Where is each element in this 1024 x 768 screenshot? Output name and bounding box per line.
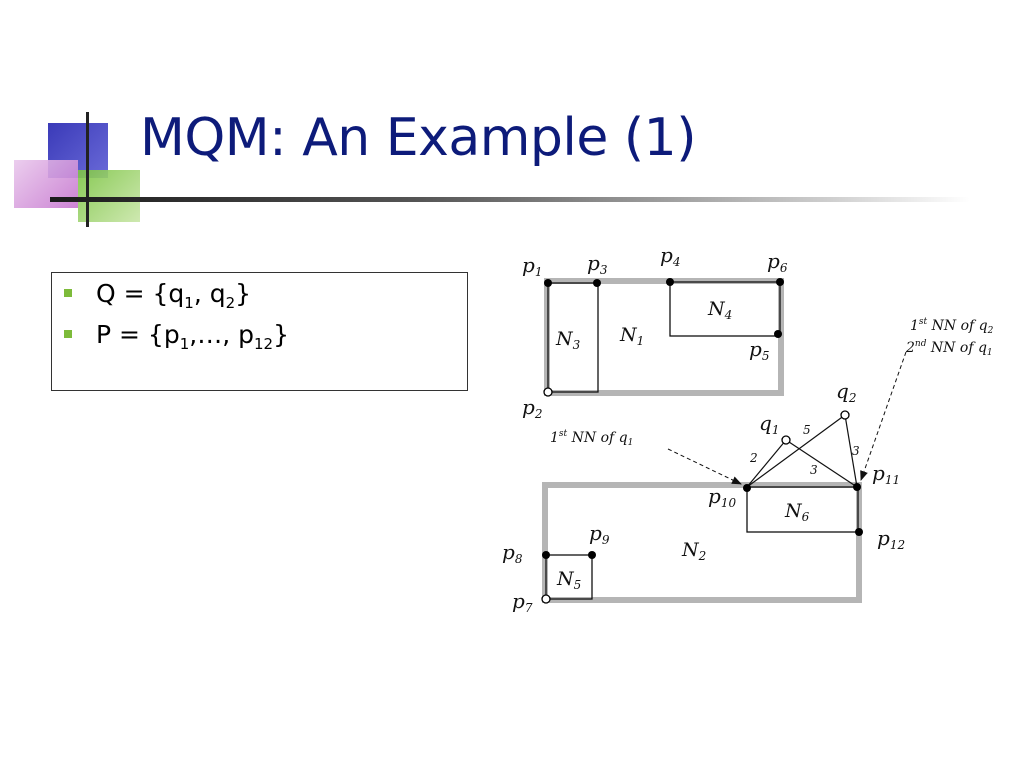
decor-vertical-line: [86, 112, 89, 227]
point-p12: [855, 528, 863, 536]
point-p1: [544, 279, 552, 287]
mbr-n3: [547, 282, 599, 393]
point-p2: [543, 387, 553, 397]
label-p10: p10: [708, 484, 736, 510]
label-p12: p12: [877, 526, 905, 552]
label-p8: p8: [502, 540, 523, 566]
arrow-nn-q2: [860, 351, 907, 481]
label-p9: p9: [589, 521, 610, 547]
slide-title: MQM: An Example (1): [140, 108, 697, 168]
label-n1: N1: [619, 324, 644, 348]
bullet-query-set: Q = {q1, q2}: [64, 279, 251, 312]
point-q1: [781, 435, 791, 445]
edge-q2-p10: [746, 414, 846, 488]
point-p3: [593, 279, 601, 287]
distance-q2-p11: 3: [852, 444, 860, 458]
point-p5: [774, 330, 782, 338]
mqm-diagram: p1 p2 p3 p4 p5 p6 p7 p8 p9 p10 p11 p12 q…: [502, 243, 994, 615]
point-q2: [840, 410, 850, 420]
label-p7: p7: [512, 589, 533, 615]
bullet-marker: [64, 289, 72, 297]
distance-q2-p10: 5: [803, 423, 811, 437]
label-p3: p3: [587, 251, 608, 277]
mbr-n2: [542, 482, 862, 603]
point-p6: [776, 278, 784, 286]
label-q1: q1: [759, 411, 779, 437]
label-n2: N2: [681, 539, 706, 563]
bullet-box: Q = {q1, q2} P = {p1,…, p12}: [51, 272, 468, 391]
annotation-nn-q2: 1st NN of q2: [910, 317, 994, 336]
distance-q1-p11: 3: [810, 463, 818, 477]
label-p6: p6: [767, 249, 788, 275]
label-p11: p11: [872, 461, 900, 487]
title-underline: [50, 197, 970, 202]
edge-q1-p11: [785, 439, 858, 488]
label-p2: p2: [522, 395, 542, 421]
label-p4: p4: [660, 243, 680, 269]
annotation-nn-q1: 1st NN of q1: [550, 429, 633, 448]
distance-q1-p10: 2: [749, 451, 758, 465]
arrow-nn-q1: [667, 448, 742, 485]
mbr-n6: [746, 486, 859, 533]
label-n5: N5: [556, 568, 581, 592]
point-p10: [743, 484, 751, 492]
mbr-n5: [545, 554, 593, 600]
label-n3: N3: [555, 328, 581, 352]
annotation-nn2-q1: 2nd NN of q1: [905, 339, 993, 358]
point-p9: [588, 551, 596, 559]
point-p11: [853, 483, 861, 491]
point-p4: [666, 278, 674, 286]
edge-q1-p10: [746, 439, 787, 488]
mbr-n4: [669, 281, 781, 337]
label-p1: p1: [522, 253, 542, 279]
label-p5: p5: [749, 337, 769, 363]
bullet-marker: [64, 330, 72, 338]
point-p7: [541, 594, 551, 604]
mbr-n1: [544, 278, 784, 396]
label-q2: q2: [836, 379, 856, 405]
edge-q2-p11: [844, 414, 858, 488]
bullet-point-set: P = {p1,…, p12}: [64, 320, 289, 353]
label-n6: N6: [784, 500, 810, 524]
point-p8: [542, 551, 550, 559]
label-n4: N4: [707, 298, 732, 322]
